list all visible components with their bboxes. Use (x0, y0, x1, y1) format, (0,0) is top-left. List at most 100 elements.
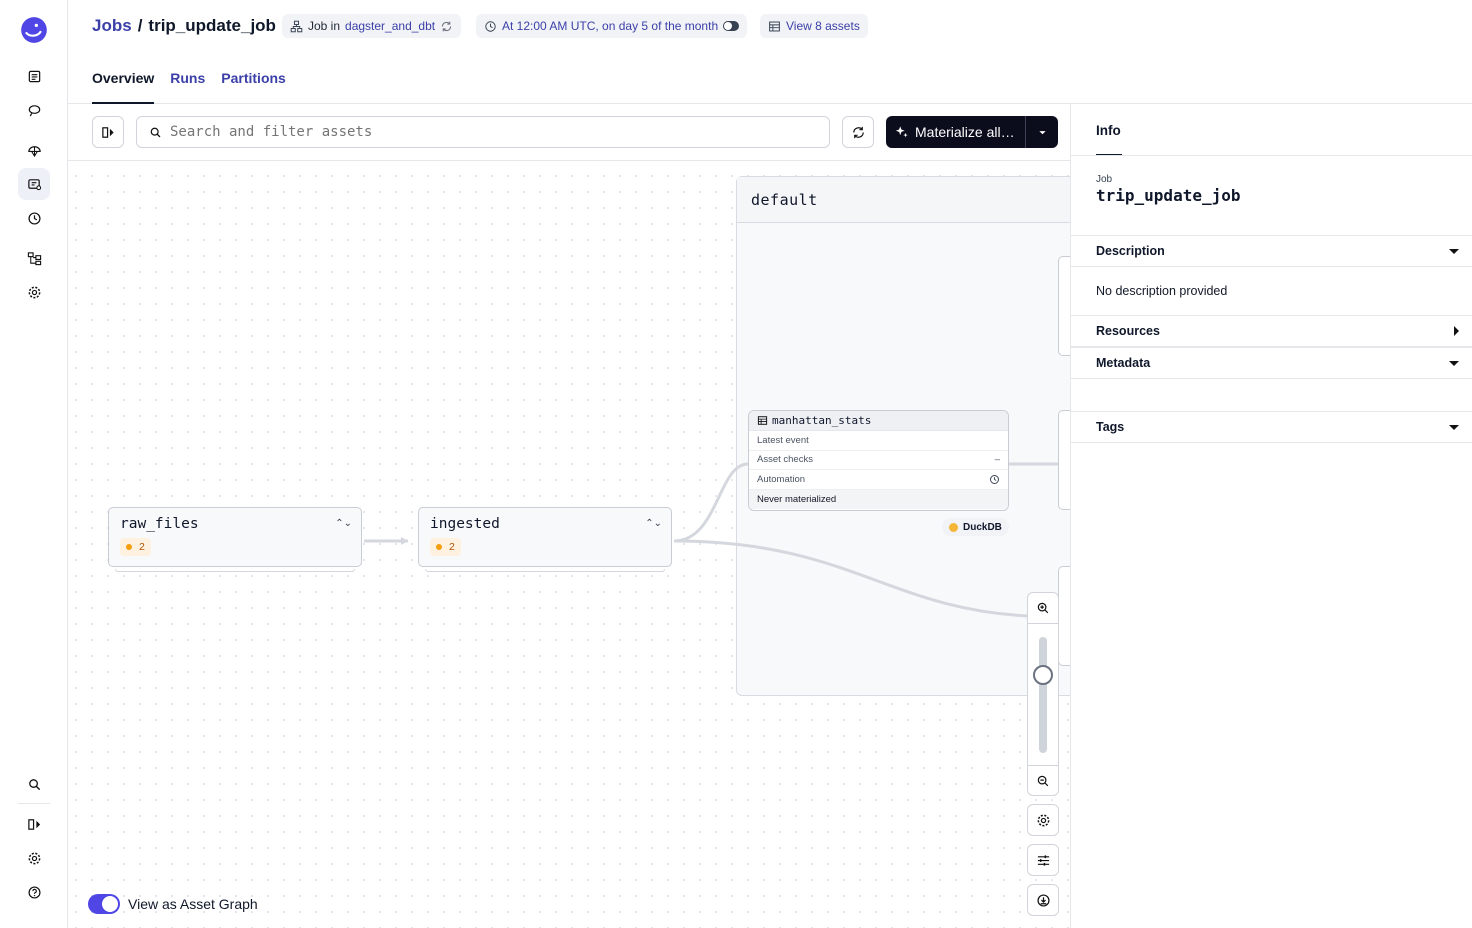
info-panel: Info Job trip_update_job Description No … (1070, 104, 1472, 928)
view-assets-tag: View 8 assets (760, 14, 868, 38)
toggle-sidebar-button[interactable] (92, 116, 124, 148)
expand-chevron-icon[interactable]: ⌃⌄ (335, 518, 352, 529)
op-node-ingested[interactable]: ingested ⌃⌄ 2 (418, 507, 672, 572)
asset-node-manhattan-stats[interactable]: manhattan_stats Latest event Asset check… (748, 410, 1009, 511)
status-dot-icon (436, 544, 442, 550)
description-body: No description provided (1096, 284, 1228, 298)
op-count-badge: 2 (120, 538, 151, 556)
automation-clock-icon[interactable] (989, 474, 1000, 485)
zoom-out-button[interactable] (1028, 766, 1058, 796)
schedule-tag: At 12:00 AM UTC, on day 5 of the month (476, 14, 748, 38)
code-location-icon (290, 20, 303, 32)
graph-settings-button[interactable] (1027, 804, 1059, 836)
view-assets-link[interactable]: View 8 assets (786, 19, 860, 33)
settings-gear-icon[interactable] (18, 276, 50, 308)
caret-down-icon (1038, 130, 1046, 134)
sliders-icon (1037, 854, 1049, 866)
op-name: raw_files (120, 516, 199, 532)
section-description[interactable]: Description (1071, 235, 1472, 267)
download-icon (1036, 893, 1050, 907)
kind-label: DuckDB (963, 521, 1002, 533)
op-node-raw-files[interactable]: raw_files ⌃⌄ 2 (108, 507, 362, 572)
zoom-slider-track[interactable] (1039, 637, 1047, 753)
asset-node-header: manhattan_stats (749, 411, 1008, 431)
expand-chevron-icon[interactable]: ⌃⌄ (645, 518, 662, 529)
asset-node-partial[interactable] (1058, 256, 1070, 356)
node-stack-shadow (425, 569, 665, 572)
job-location-tag: Job in dagster_and_dbt (282, 14, 462, 38)
job-location-prefix: Job in (308, 19, 341, 33)
asset-search-box[interactable] (136, 116, 830, 148)
refresh-icon (852, 126, 864, 138)
schedule-clock-icon (485, 20, 496, 32)
section-tags[interactable]: Tags (1071, 411, 1472, 443)
section-title: Tags (1096, 420, 1125, 434)
materialize-all-button[interactable]: Materialize all… (886, 116, 1058, 148)
search-input[interactable] (170, 124, 810, 140)
op-count-badge: 2 (430, 538, 461, 556)
zoom-in-button[interactable] (1028, 593, 1058, 623)
graph-toolbar: Materialize all… (68, 104, 1070, 161)
schedules-clock-icon[interactable] (18, 202, 50, 234)
asset-node-partial[interactable] (1058, 566, 1070, 666)
download-graph-button[interactable] (1027, 884, 1059, 916)
section-title: Resources (1096, 324, 1160, 338)
breadcrumb-separator: / (137, 16, 143, 35)
breadcrumb-jobs-link[interactable]: Jobs (92, 16, 132, 35)
reload-icon[interactable] (440, 20, 453, 33)
schedule-link[interactable]: At 12:00 AM UTC, on day 5 of the month (502, 19, 719, 33)
row-label: Latest event (757, 434, 809, 446)
view-as-asset-graph-toggle[interactable] (88, 894, 120, 914)
edge-arrowhead (401, 537, 408, 545)
zoom-slider-handle[interactable] (1033, 665, 1053, 685)
materialize-main[interactable]: Materialize all… (886, 116, 1026, 148)
global-search-icon[interactable] (18, 768, 50, 800)
runs-icon[interactable] (18, 94, 50, 126)
dagster-logo-icon[interactable] (18, 14, 50, 46)
gear-icon (1037, 814, 1049, 826)
zoom-control (1027, 592, 1059, 796)
tab-runs[interactable]: Runs (170, 70, 206, 86)
tab-overview[interactable]: Overview (92, 58, 155, 104)
asset-status: Never materialized (757, 493, 837, 505)
page-title: trip_update_job (148, 16, 276, 35)
chevron-down-icon (1449, 360, 1459, 366)
job-label: Job (1096, 174, 1113, 185)
deployment-icon[interactable] (18, 134, 50, 166)
user-settings-gear-icon[interactable] (18, 842, 50, 874)
section-metadata[interactable]: Metadata (1071, 347, 1472, 379)
schedule-toggle[interactable] (723, 21, 740, 31)
graph-edges (364, 462, 1058, 618)
panel-tab-divider (1071, 155, 1472, 156)
duckdb-icon (949, 522, 958, 532)
asset-status-row: Never materialized (749, 489, 1008, 509)
checks-value: – (994, 454, 1000, 466)
jobs-icon[interactable] (18, 168, 50, 200)
asset-row-checks: Asset checks – (749, 451, 1008, 470)
table-icon (769, 21, 780, 31)
help-icon[interactable] (18, 876, 50, 908)
layout-options-button[interactable] (1027, 844, 1059, 876)
breadcrumb: Jobs / trip_update_job (92, 15, 276, 37)
tab-partitions[interactable]: Partitions (221, 70, 286, 86)
overview-icon[interactable] (18, 60, 50, 92)
section-title: Metadata (1096, 356, 1151, 370)
collapse-nav-icon[interactable] (18, 808, 50, 840)
table-icon (757, 416, 768, 425)
page-header: Jobs / trip_update_job Job in dagster_an… (68, 0, 1472, 104)
toggle-label: View as Asset Graph (128, 896, 258, 912)
tab-info[interactable]: Info (1096, 104, 1122, 156)
refresh-button[interactable] (842, 116, 874, 148)
materialize-dropdown-caret[interactable] (1026, 128, 1058, 137)
asset-lineage-icon[interactable] (18, 242, 50, 274)
zoom-divider (1028, 765, 1058, 766)
row-label: Asset checks (757, 454, 813, 466)
node-stack-shadow (115, 569, 355, 572)
edge-ingested-manhattan (673, 462, 749, 543)
asset-node-partial[interactable] (1058, 410, 1070, 510)
section-resources[interactable]: Resources (1071, 315, 1472, 347)
panel-toggle-icon (101, 126, 114, 138)
code-location-link[interactable]: dagster_and_dbt (345, 19, 436, 33)
op-name: ingested (430, 516, 500, 532)
graph-canvas[interactable]: Materialize all… default raw_files ⌃⌄ 2 … (68, 104, 1070, 928)
